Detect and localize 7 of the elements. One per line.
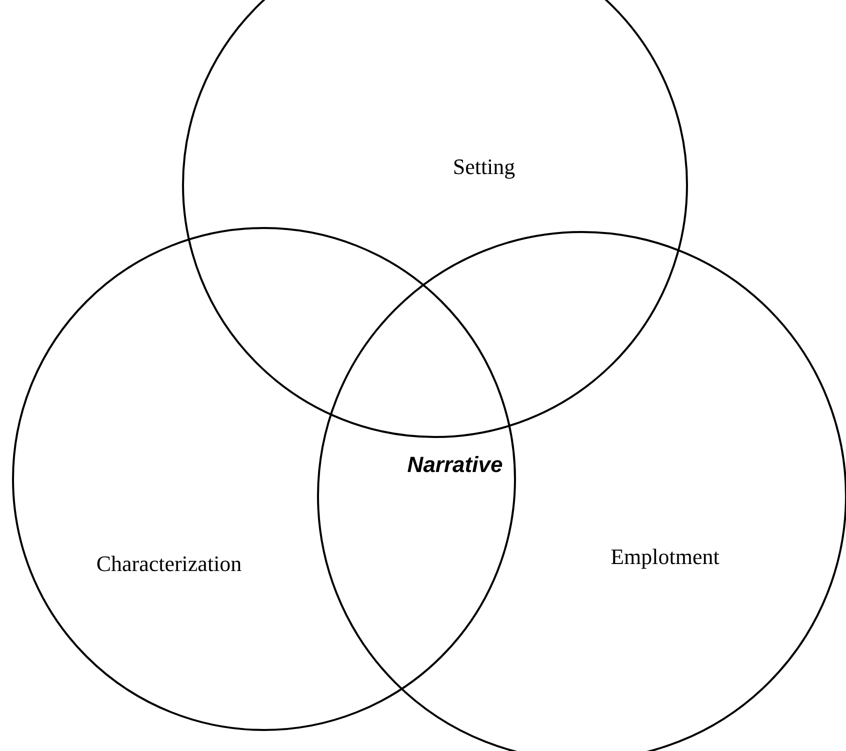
overlap-label: Narrative (407, 452, 503, 478)
venn-circle (12, 227, 516, 731)
circle-label: Emplotment (610, 544, 720, 570)
circle-label: Setting (452, 154, 516, 180)
circle-label: Characterization (96, 551, 242, 577)
venn-circle (182, 0, 688, 438)
venn-circle (317, 231, 846, 751)
